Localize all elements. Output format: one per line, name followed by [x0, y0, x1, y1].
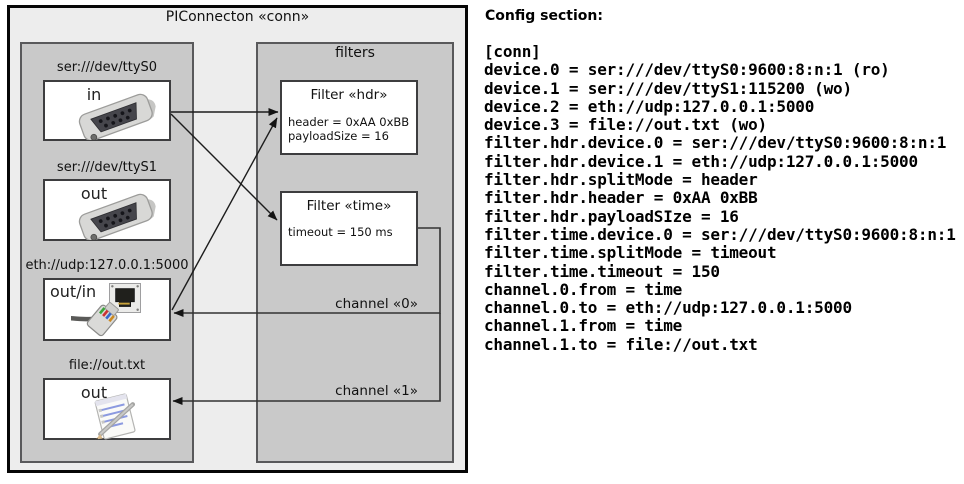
diagram-title: PIConnecton «conn» — [165, 9, 310, 25]
device-label-ttys0: ser:///dev/ttyS0 — [56, 60, 158, 75]
filter-time-attr-timeout: timeout = 150 ms — [288, 225, 393, 239]
device-label-eth: eth://udp:127.0.0.1:5000 — [25, 258, 189, 273]
ethernet-cable-icon — [71, 302, 119, 337]
notepad-file-icon — [94, 393, 136, 440]
device-label-ttys1: ser:///dev/ttyS1 — [56, 160, 158, 175]
config-section-heading: Config section: — [485, 8, 603, 24]
device-mode-label: out — [80, 184, 108, 203]
channel-1-label: channel «1» — [335, 383, 418, 399]
device-box-file: out — [43, 378, 171, 440]
filter-hdr-box: Filter «hdr» header = 0xAA 0xBB payloadS… — [280, 80, 418, 155]
config-section-body: [conn] device.0 = ser:///dev/ttyS0:9600:… — [484, 42, 956, 354]
filters-container-title: filters — [335, 45, 375, 61]
device-label-file: file://out.txt — [68, 358, 146, 373]
device-mode-label: in — [86, 85, 102, 104]
device-box-ttys1: out — [43, 179, 171, 241]
serial-port-icon — [78, 193, 156, 240]
filter-hdr-attr-header: header = 0xAA 0xBB — [288, 115, 410, 129]
device-mode-label: out/in — [50, 282, 97, 301]
filter-hdr-attr-payload: payloadSize = 16 — [288, 128, 389, 143]
device-mode-label: out — [80, 383, 108, 402]
filter-time-box: Filter «time» timeout = 150 ms — [280, 191, 418, 266]
channel-0-label: channel «0» — [335, 296, 418, 312]
device-box-ttys0: in — [43, 80, 171, 141]
filter-hdr-title: Filter «hdr» — [310, 87, 388, 103]
filter-time-title: Filter «time» — [306, 198, 392, 214]
serial-port-icon — [78, 93, 156, 140]
device-box-eth: out/in — [43, 278, 171, 341]
